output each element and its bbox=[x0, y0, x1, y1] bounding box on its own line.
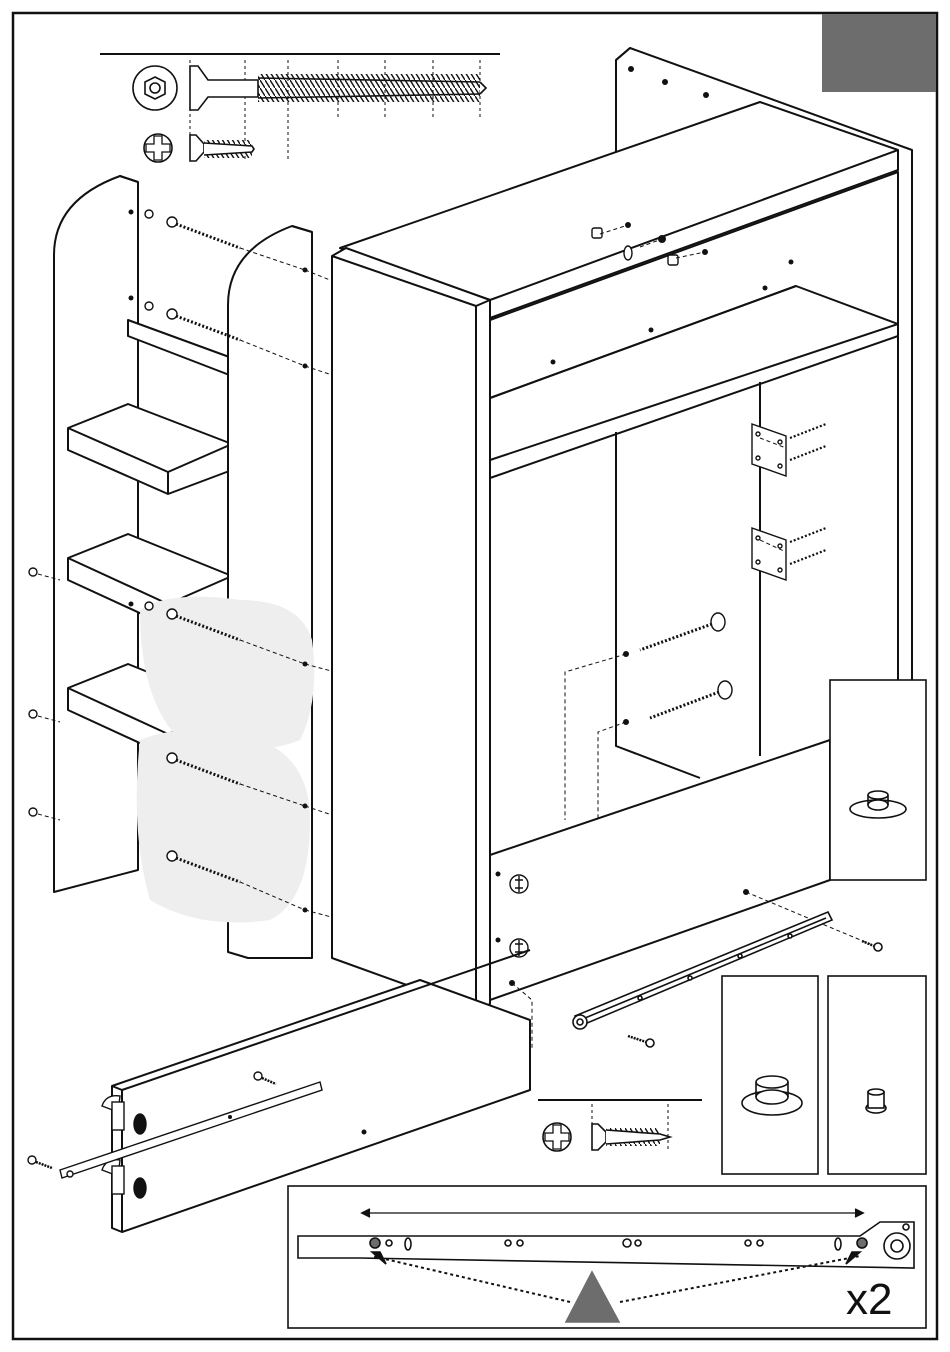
drawer-runner-screw bbox=[592, 1124, 670, 1150]
drawer-runner-screw bbox=[862, 941, 882, 951]
cam-fitting bbox=[510, 875, 528, 893]
side-panel-front bbox=[332, 248, 490, 1010]
step-badge bbox=[822, 14, 936, 92]
pozi-drive-icon bbox=[144, 134, 172, 162]
detail-panel-cam-fitting bbox=[722, 976, 818, 1174]
drawer-runner-screw bbox=[28, 1156, 52, 1168]
short-wood-screw bbox=[190, 135, 254, 161]
hardware-legend-top bbox=[100, 54, 500, 162]
hardware-legend-bottom bbox=[538, 1100, 702, 1151]
short-dowel bbox=[592, 228, 602, 238]
hex-socket-icon bbox=[133, 66, 177, 110]
short-dowel bbox=[668, 255, 678, 265]
quantity-label: x2 bbox=[846, 1278, 892, 1322]
confirmat-screw bbox=[167, 217, 240, 248]
detail-panel-short-dowel bbox=[828, 976, 926, 1174]
drawer-runner-screw bbox=[628, 1036, 654, 1047]
pozi-drive-icon bbox=[543, 1123, 571, 1151]
detail-panel-cam-dowel bbox=[830, 680, 926, 880]
runner-detail-panel bbox=[288, 1186, 926, 1328]
